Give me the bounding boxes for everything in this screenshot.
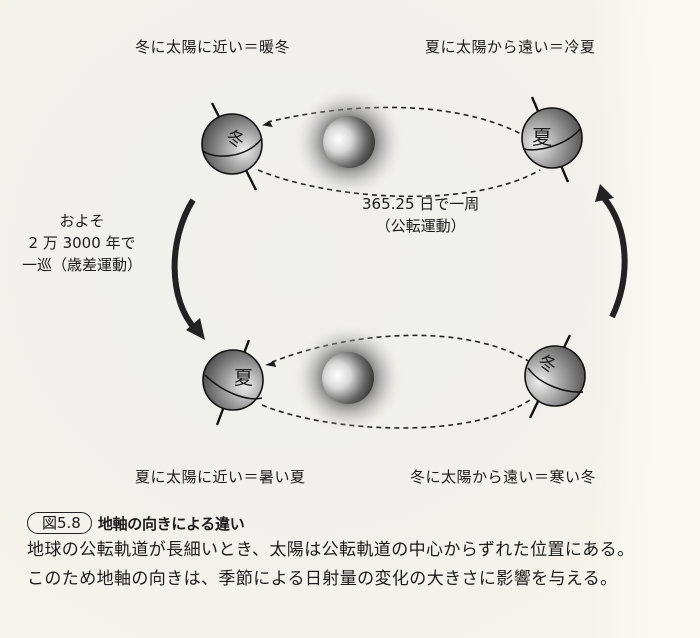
caption-header: 図5.8 地軸の向きによる違い xyxy=(27,512,667,534)
precession-line2: 2 万 3000 年で xyxy=(28,234,136,252)
annual-motion-label: 365.25 日で一周 （公転運動） xyxy=(362,193,479,237)
label-warm-winter: 冬に太陽に近い＝暖冬 xyxy=(135,38,291,56)
earth-globe-icon xyxy=(521,96,583,183)
curved-arrow-icon xyxy=(171,198,205,340)
caption-title: 地軸の向きによる違い xyxy=(97,514,245,533)
scan-edge xyxy=(590,0,700,638)
top-orbit xyxy=(257,87,541,198)
figure-number-badge: 図5.8 xyxy=(27,512,92,534)
annual-motion-line1: 365.25 日で一周 xyxy=(362,195,480,213)
earth-marker-summer: 夏 xyxy=(234,367,254,389)
earth-marker-summer: 夏 xyxy=(532,125,553,149)
caption-body: 地球の公転軌道が長細いとき、太陽は公転軌道の中心からずれた位置にある。このため地… xyxy=(27,540,635,589)
precession-line1: およそ xyxy=(59,212,105,230)
precession-label: およそ 2 万 3000 年で 一巡（歳差運動） xyxy=(22,210,142,276)
precession-line3: 一巡（歳差運動） xyxy=(22,256,143,274)
curved-arrow-icon xyxy=(595,184,628,319)
label-hot-summer: 夏に太陽に近い＝暑い夏 xyxy=(135,468,306,486)
earth-globe-icon xyxy=(202,339,264,426)
annual-motion-line2: （公転運動） xyxy=(375,217,466,235)
sun-sphere-icon xyxy=(323,116,375,168)
label-cold-winter: 冬に太陽から遠い＝寒い冬 xyxy=(410,468,597,486)
figure-caption: 図5.8 地軸の向きによる違い 地球の公転軌道が長細いとき、太陽は公転軌道の中心… xyxy=(27,512,667,594)
label-cool-summer: 夏に太陽から遠い＝冷夏 xyxy=(425,38,596,56)
earth-globe-icon xyxy=(524,334,586,419)
earth-globe-icon xyxy=(201,102,263,191)
bottom-orbit xyxy=(261,323,531,433)
sun-sphere-icon xyxy=(322,352,374,404)
